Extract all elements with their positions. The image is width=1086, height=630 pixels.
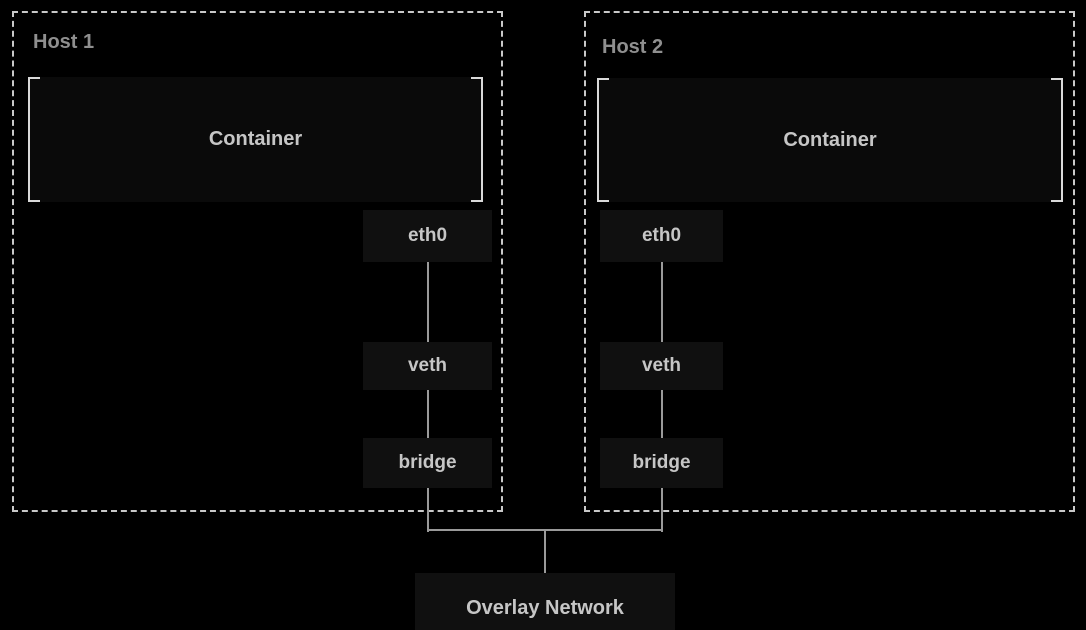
host-2-veth-label: veth <box>641 355 682 376</box>
host-2-eth0-label: eth0 <box>641 225 682 246</box>
connector-junction-horizontal <box>427 529 663 531</box>
host-1-container-label: Container <box>208 128 303 150</box>
host-1-label: Host 1 <box>33 31 95 53</box>
host-1-connector-eth0-veth <box>427 262 429 342</box>
container-bracket-left <box>28 77 40 202</box>
host-2-container-label: Container <box>783 128 877 151</box>
host-1-bridge-node: bridge <box>363 438 492 488</box>
host-2-container-box: Container <box>597 78 1063 202</box>
container-bracket-right <box>471 77 483 202</box>
host-2-connector-eth0-veth <box>661 262 663 342</box>
host-2-veth-node: veth <box>600 342 723 390</box>
host-2-connector-veth-bridge <box>661 390 663 438</box>
host-2-label: Host 2 <box>602 36 664 58</box>
host-2-boundary: Host 2 Container eth0 veth bridge <box>584 11 1075 532</box>
container-bracket-right <box>1051 78 1063 202</box>
overlay-network-node: Overlay Network <box>415 573 675 630</box>
host-1-bridge-label: bridge <box>398 452 457 473</box>
host-1-connector-veth-bridge <box>427 390 429 438</box>
host-2-eth0-node: eth0 <box>600 210 723 262</box>
host-2-bridge-node: bridge <box>600 438 723 488</box>
host-2-connector-bridge-overlay <box>661 488 663 532</box>
host-2-bridge-label: bridge <box>632 452 691 473</box>
connector-junction-to-overlay <box>544 530 546 573</box>
host-1-eth0-label: eth0 <box>407 225 448 246</box>
host-1-veth-node: veth <box>363 342 492 390</box>
host-1-container-box: Container <box>28 77 483 202</box>
host-1-veth-label: veth <box>407 355 448 376</box>
host-1-boundary: Host 1 Container eth0 veth bridge <box>12 11 503 532</box>
host-1-eth0-node: eth0 <box>363 210 492 262</box>
host-1-connector-bridge-overlay <box>427 488 429 532</box>
overlay-network-label: Overlay Network <box>466 596 624 619</box>
container-bracket-left <box>597 78 609 202</box>
